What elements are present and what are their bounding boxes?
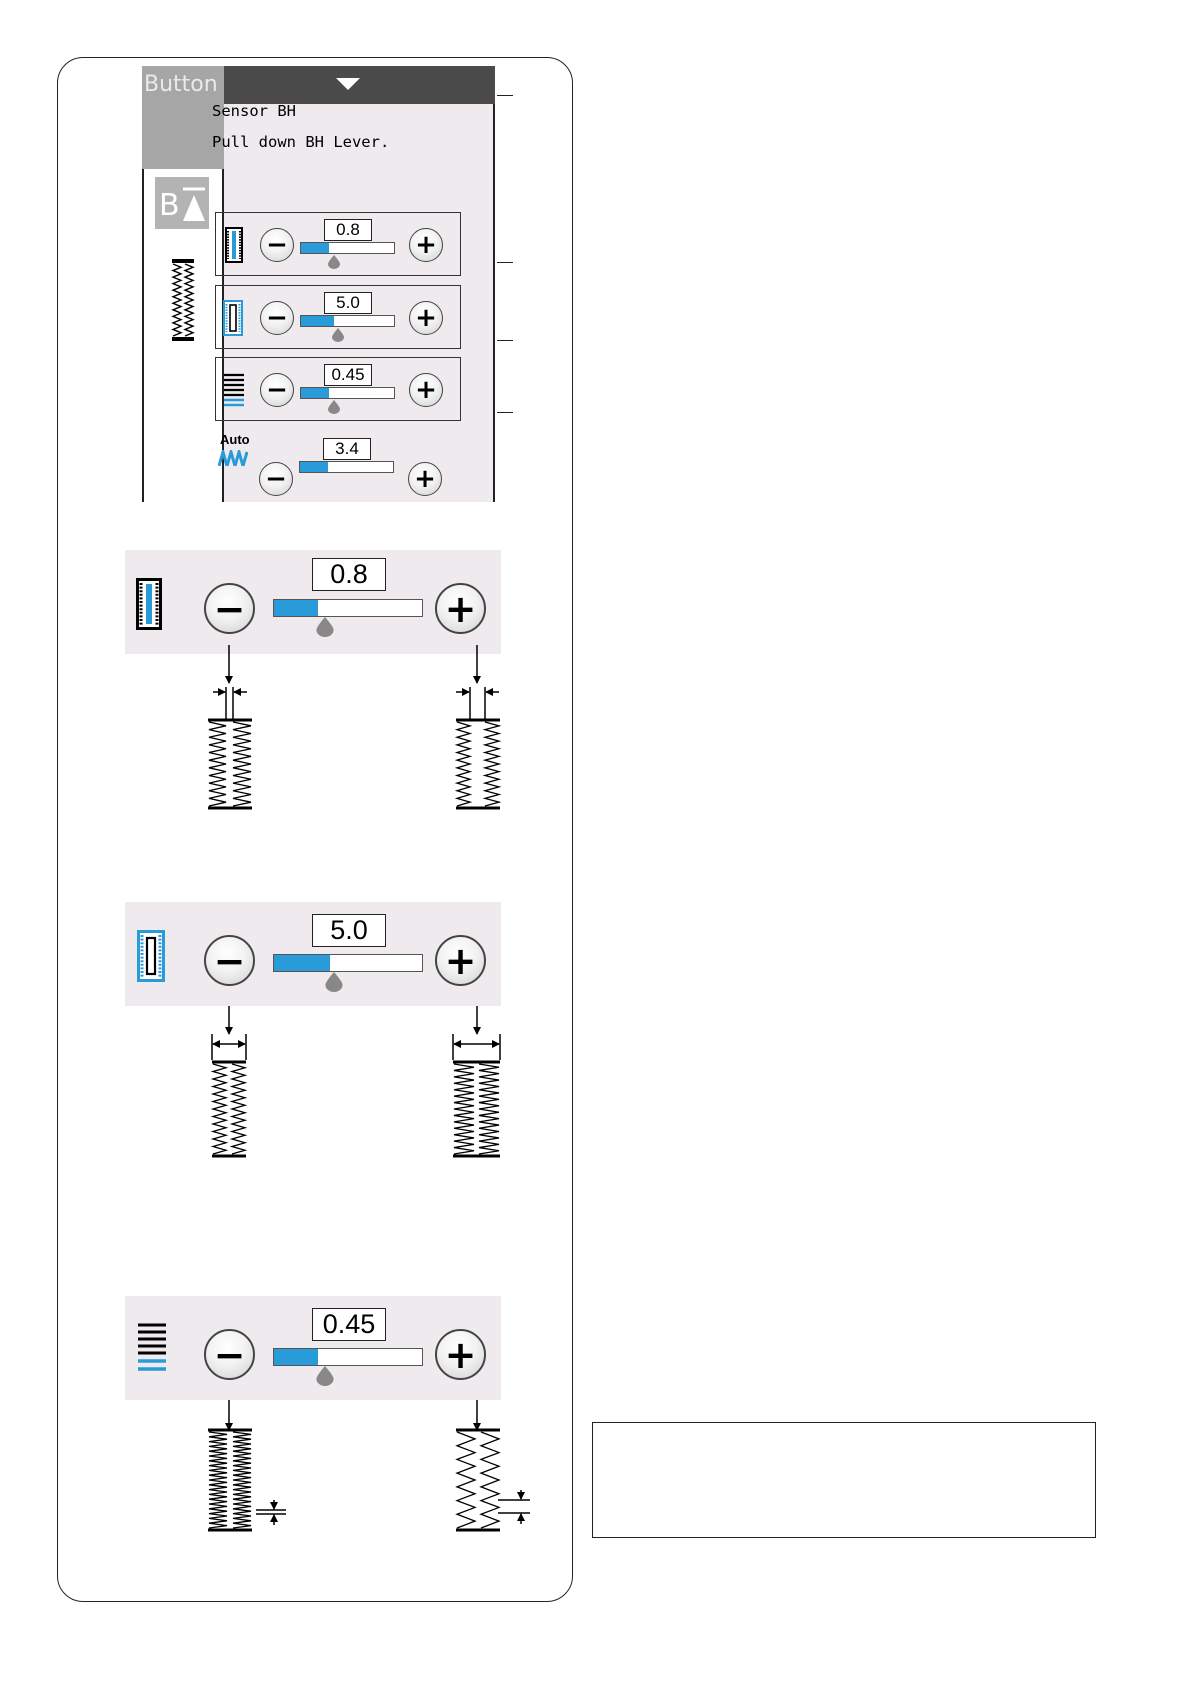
stitch-zigzag bbox=[454, 721, 473, 807]
auto-label: Auto bbox=[220, 432, 250, 447]
callout-line bbox=[497, 412, 513, 413]
slider-marker-icon bbox=[325, 972, 343, 992]
callout-line bbox=[497, 95, 513, 96]
auto-minus-button[interactable]: − bbox=[259, 462, 293, 496]
buttonhole-width-slider[interactable] bbox=[273, 954, 423, 972]
auto-plus-button[interactable]: + bbox=[408, 462, 442, 496]
tab-label: Button bbox=[144, 72, 218, 97]
stitch-zigzag bbox=[208, 1431, 228, 1529]
stitch-zigzag bbox=[482, 721, 502, 807]
stitch-density-panel: − 0.45 + bbox=[125, 1296, 501, 1400]
buttonhole-width-slider[interactable] bbox=[300, 315, 395, 327]
buttonhole-width-row: − 5.0 + bbox=[215, 285, 461, 349]
slider-marker-icon bbox=[316, 1366, 334, 1386]
stitch-zigzag bbox=[453, 1063, 475, 1155]
buttonhole-width-value: 5.0 bbox=[312, 914, 386, 947]
buttonhole-width-minus-button[interactable]: − bbox=[260, 301, 294, 335]
stitch-zigzag bbox=[210, 1063, 229, 1155]
buttonhole-width-plus-button[interactable]: + bbox=[409, 301, 443, 335]
bight-width-slider[interactable] bbox=[300, 242, 395, 254]
buttonhole-width-icon bbox=[137, 930, 165, 982]
buttonhole-width-panel: − 5.0 + bbox=[125, 902, 501, 1006]
stitch-zigzag bbox=[208, 721, 227, 807]
bight-width-value: 0.8 bbox=[312, 558, 386, 591]
stitch-density-icon bbox=[224, 373, 244, 407]
bight-width-minus-button[interactable]: − bbox=[204, 583, 255, 634]
slider-marker-icon bbox=[332, 328, 344, 342]
stitch-zigzag bbox=[455, 1431, 477, 1529]
bight-width-minus-button[interactable]: − bbox=[260, 228, 294, 262]
slider-marker-icon bbox=[328, 400, 340, 414]
slider-marker-icon bbox=[328, 255, 340, 269]
stitch-zigzag bbox=[478, 1063, 500, 1155]
stitch-density-row: − 0.45 + bbox=[215, 357, 461, 421]
auto-row: Auto − 3.4 + bbox=[215, 432, 461, 502]
figure-frame bbox=[57, 57, 573, 1602]
buttonhole-width-icon bbox=[223, 300, 243, 336]
auto-value: 3.4 bbox=[323, 438, 371, 460]
dropdown-arrow-icon[interactable] bbox=[336, 78, 360, 92]
stitch-density-slider[interactable] bbox=[273, 1348, 423, 1366]
bight-width-row: − 0.8 + bbox=[215, 212, 461, 276]
stitch-zigzag bbox=[229, 1063, 248, 1155]
buttonhole-width-plus-button[interactable]: + bbox=[435, 935, 486, 986]
message-text: Pull down BH Lever. bbox=[212, 133, 390, 151]
buttonhole-width-minus-button[interactable]: − bbox=[204, 935, 255, 986]
stitch-density-plus-button[interactable]: + bbox=[409, 373, 443, 407]
stitch-density-value: 0.45 bbox=[312, 1308, 386, 1341]
stitch-density-slider[interactable] bbox=[300, 387, 395, 399]
buttonhole-pattern-icon bbox=[171, 259, 195, 341]
buttonhole-width-value: 5.0 bbox=[324, 292, 372, 314]
note-box bbox=[592, 1422, 1096, 1538]
stitch-density-value: 0.45 bbox=[324, 364, 372, 386]
pattern-panel: B bbox=[142, 169, 224, 502]
stitch-density-icon bbox=[138, 1323, 166, 1371]
auto-stitch-icon bbox=[218, 450, 248, 466]
bight-width-icon bbox=[225, 227, 243, 263]
stitch-density-minus-button[interactable]: − bbox=[204, 1329, 255, 1380]
stitch-density-minus-button[interactable]: − bbox=[260, 373, 294, 407]
callout-line bbox=[497, 340, 513, 341]
slider-marker-icon bbox=[316, 617, 334, 637]
header-bar bbox=[224, 66, 495, 104]
bight-width-value: 0.8 bbox=[324, 219, 372, 241]
message-title: Sensor BH bbox=[212, 102, 296, 120]
stitch-density-plus-button[interactable]: + bbox=[435, 1329, 486, 1380]
svg-text:B: B bbox=[159, 188, 180, 223]
bight-width-plus-button[interactable]: + bbox=[409, 228, 443, 262]
stitch-zigzag bbox=[232, 1431, 252, 1529]
bight-width-panel: − 0.8 + bbox=[125, 550, 501, 654]
bight-width-plus-button[interactable]: + bbox=[435, 583, 486, 634]
auto-slider[interactable] bbox=[299, 461, 394, 473]
callout-line bbox=[497, 262, 513, 263]
stitch-zigzag bbox=[232, 721, 252, 807]
bight-width-icon bbox=[136, 578, 162, 630]
bight-width-slider[interactable] bbox=[273, 599, 423, 617]
buttonhole-screen: Button B Sensor BH Pull down BH Lever. bbox=[142, 66, 495, 502]
bh-mode-icon[interactable]: B bbox=[155, 177, 209, 229]
stitch-zigzag bbox=[479, 1431, 501, 1529]
